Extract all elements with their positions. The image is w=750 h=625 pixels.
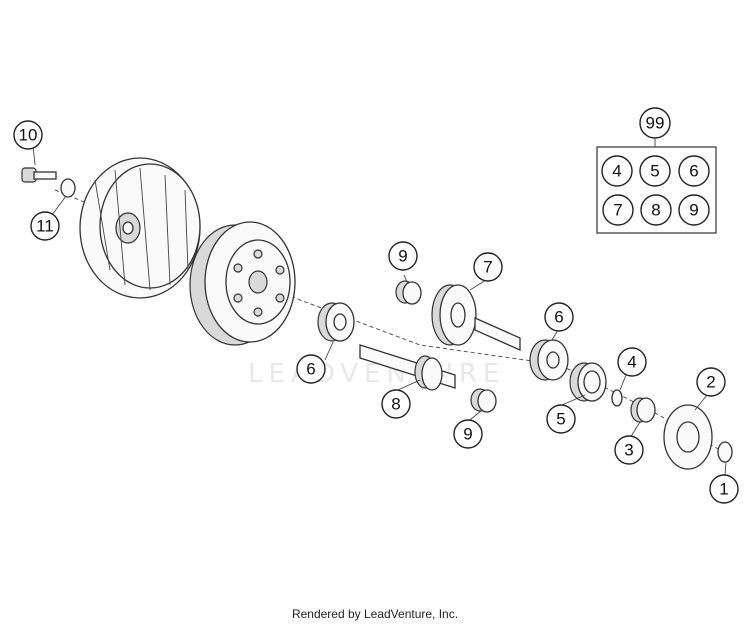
callout-3[interactable]: 3	[614, 435, 644, 465]
svg-text:3: 3	[624, 441, 633, 460]
bearing-right-part	[529, 339, 569, 381]
svg-text:4: 4	[627, 353, 636, 372]
callout-2[interactable]: 2	[696, 367, 726, 397]
svg-text:11: 11	[36, 217, 54, 236]
svg-text:7: 7	[613, 201, 622, 220]
callout-6-left[interactable]: 6	[296, 354, 326, 384]
svg-text:4: 4	[612, 162, 621, 181]
clutch-hub-part	[189, 221, 296, 346]
circlip-part	[717, 441, 733, 463]
callout-10[interactable]: 10	[13, 120, 43, 150]
bolt-part	[21, 167, 57, 183]
svg-text:5: 5	[650, 162, 659, 181]
kit-item-7[interactable]: 7	[602, 194, 634, 226]
kit-item-5[interactable]: 5	[639, 155, 671, 187]
clutch-basket-part	[79, 157, 201, 299]
svg-text:8: 8	[651, 201, 660, 220]
svg-text:9: 9	[463, 425, 472, 444]
kit-item-4[interactable]: 4	[601, 155, 633, 187]
bearing-left-part	[317, 302, 355, 342]
svg-text:9: 9	[689, 201, 698, 220]
callout-9-lower[interactable]: 9	[453, 419, 483, 449]
sprocket-part	[663, 404, 713, 470]
callout-5[interactable]: 5	[546, 404, 576, 434]
kit-item-6[interactable]: 6	[678, 155, 710, 187]
svg-text:1: 1	[719, 480, 728, 499]
svg-text:10: 10	[19, 126, 38, 145]
svg-text:5: 5	[556, 410, 565, 429]
o-ring-part	[611, 389, 623, 407]
callout-9-upper[interactable]: 9	[388, 241, 418, 271]
kit-item-8[interactable]: 8	[640, 194, 672, 226]
svg-text:6: 6	[689, 162, 698, 181]
footer-credit: Rendered by LeadVenture, Inc.	[291, 607, 459, 621]
kit-item-9[interactable]: 9	[678, 194, 710, 226]
svg-text:7: 7	[483, 258, 492, 277]
callout-4[interactable]: 4	[617, 347, 647, 377]
bushing-lower-part	[470, 388, 497, 413]
svg-text:8: 8	[391, 395, 400, 414]
callout-6-right[interactable]: 6	[544, 302, 574, 332]
seal-part	[569, 362, 607, 402]
watermark: LEADVENTURE	[248, 359, 505, 389]
kit-callout-99[interactable]: 99	[639, 107, 671, 139]
svg-text:6: 6	[554, 308, 563, 327]
washer-part	[60, 178, 76, 198]
gear-part	[431, 284, 521, 352]
shaft-part	[359, 344, 456, 391]
kit-group: 99 4 5 6 7 8 9	[596, 107, 717, 234]
svg-text:2: 2	[706, 373, 715, 392]
callout-11[interactable]: 11	[30, 211, 60, 241]
svg-text:9: 9	[398, 247, 407, 266]
spacer-part	[630, 397, 656, 423]
leader-lines	[32, 144, 727, 476]
svg-text:6: 6	[306, 360, 315, 379]
callout-7[interactable]: 7	[473, 252, 503, 282]
watermark-text: LEADVENTURE	[248, 359, 505, 389]
svg-text:99: 99	[646, 114, 665, 133]
bushing-upper-part	[395, 280, 422, 305]
callout-1[interactable]: 1	[709, 474, 739, 504]
callout-8[interactable]: 8	[381, 389, 411, 419]
